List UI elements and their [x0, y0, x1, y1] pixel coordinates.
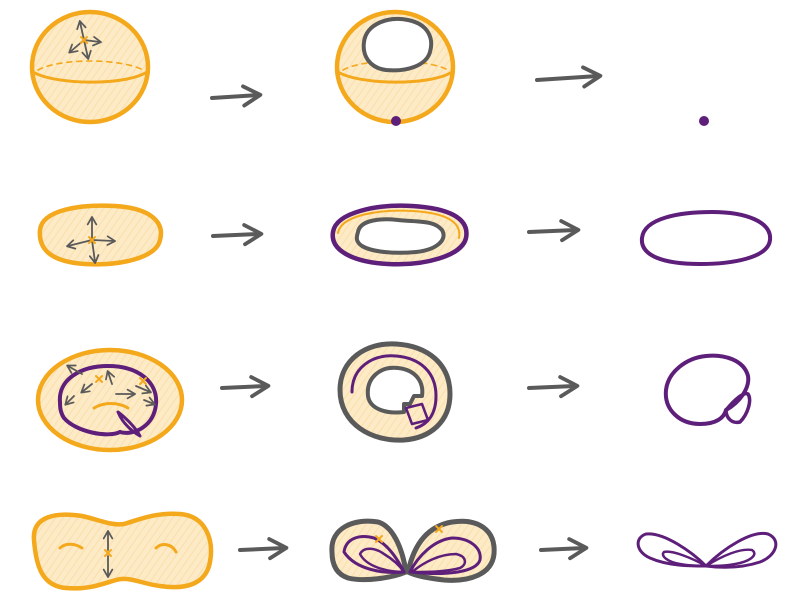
expanding-hole — [361, 17, 434, 73]
arrow-right-icon — [539, 537, 589, 561]
left-inner-loop — [358, 547, 406, 574]
loop-two — [661, 550, 708, 568]
puncture-arrows — [66, 216, 116, 264]
row-sphere — [29, 9, 709, 126]
puncture-point-icon — [104, 549, 112, 557]
circle-result — [639, 210, 773, 266]
longitude-loop — [116, 410, 142, 438]
genus-two-retracted — [329, 518, 497, 583]
right-lobe — [405, 518, 497, 583]
first-loop — [663, 353, 751, 426]
outward-arrow-icon — [66, 364, 83, 375]
second-hole — [154, 543, 178, 554]
loop-three — [704, 531, 778, 569]
outward-arrow-icon — [76, 20, 87, 41]
disk-body — [37, 203, 164, 267]
outward-arrow-icon — [135, 384, 152, 395]
puncture-arrows — [64, 364, 156, 407]
puncture-point-icon — [88, 236, 96, 244]
sphere-equator-back — [37, 60, 144, 71]
outward-arrow-icon — [105, 370, 116, 385]
first-hole — [58, 542, 84, 550]
disk-surface — [37, 203, 164, 267]
meridian-loop — [57, 364, 159, 435]
arrow-right-icon — [210, 84, 263, 108]
row-disk — [37, 203, 773, 267]
expanding-hole — [354, 217, 446, 255]
genus-two-body — [31, 511, 214, 591]
outward-arrow-icon — [88, 239, 100, 264]
outward-arrow-icon — [143, 396, 156, 407]
point-result — [699, 116, 709, 126]
outward-arrow-icon — [81, 39, 92, 60]
sphere-surface — [29, 9, 151, 125]
puncture-point-icon — [95, 375, 103, 383]
genus-two-surface — [31, 511, 214, 591]
puncture-arrows — [102, 530, 114, 578]
meridian-loop — [58, 400, 122, 437]
arrow-right-icon — [238, 537, 289, 561]
loop-one — [636, 532, 708, 568]
wedge-of-loops-result — [636, 531, 778, 569]
right-inner-loop — [410, 552, 467, 574]
row-genus-two — [31, 511, 778, 591]
torus-retracted — [337, 341, 453, 443]
disk-edge-inner — [337, 209, 461, 239]
sphere-equator — [336, 70, 454, 84]
torus-hole — [92, 402, 130, 410]
puncture-point-icon — [139, 377, 147, 385]
arrow-right-icon — [527, 375, 580, 399]
puncture-arrows — [68, 20, 102, 60]
limit-point — [391, 116, 401, 126]
wedge-point — [404, 402, 430, 426]
sphere-body — [29, 9, 151, 125]
arrow-right-icon — [211, 223, 264, 247]
row-torus — [35, 341, 752, 453]
left-outer-loop — [342, 535, 406, 574]
wedge-of-circles-result — [663, 353, 752, 426]
expanding-hole — [365, 365, 425, 415]
second-loop — [724, 391, 752, 425]
outward-arrow-icon — [91, 235, 116, 246]
loop-four — [704, 548, 756, 568]
puncture-point-icon — [375, 535, 383, 543]
sphere-equator — [31, 70, 149, 84]
right-outer-loop — [408, 536, 482, 575]
torus-surface — [35, 347, 185, 453]
meridian-loop — [350, 354, 438, 430]
outward-arrow-icon — [83, 36, 102, 47]
outward-arrow-icon — [80, 383, 93, 394]
outward-arrow-icon — [64, 395, 75, 406]
outward-arrow-icon — [66, 239, 93, 250]
arrow-right-icon — [220, 375, 271, 399]
disk-retracted — [330, 203, 469, 267]
arrow-right-icon — [527, 219, 581, 243]
puncture-point-icon — [80, 36, 88, 44]
sphere-retracted — [334, 9, 456, 126]
arrow-right-icon — [535, 65, 603, 89]
puncture-point-icon — [435, 525, 443, 533]
